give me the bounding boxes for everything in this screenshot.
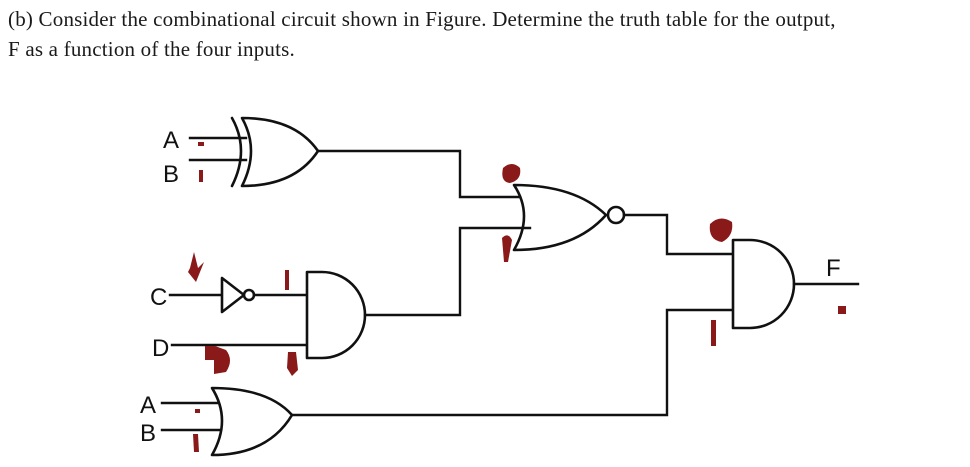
scribble-and-in1 [709, 218, 733, 242]
question-text: (b) Consider the combinational circuit s… [8, 4, 963, 64]
label-xor-a: A [163, 127, 179, 154]
label-not-c: C [150, 284, 167, 311]
wire-xor-to-nor [316, 149, 532, 199]
scribble-or-b [193, 434, 199, 452]
label-and-d: D [152, 335, 169, 362]
scribble-and-d [205, 346, 230, 374]
and-gate-cd [305, 270, 367, 360]
xor-back-curve [230, 116, 243, 188]
xor-body [240, 116, 320, 188]
scribble-nor-in2 [502, 235, 512, 262]
or-body [210, 386, 294, 457]
and-gate-final [731, 238, 796, 330]
scribble-xor-a [198, 142, 204, 146]
not-body [220, 276, 246, 314]
or-gate [160, 386, 294, 457]
and-cd-body [305, 270, 367, 360]
nor-gate [512, 183, 626, 252]
xor-gate [188, 116, 320, 188]
nor-bubble [606, 205, 626, 225]
question-line-1: (b) Consider the combinational circuit s… [8, 7, 836, 31]
scribble-not-out [285, 270, 289, 290]
wire-and-to-nor [363, 226, 532, 317]
wire-or-to-and [290, 308, 735, 417]
handwritten-marks [188, 142, 846, 452]
label-xor-b: B [163, 161, 179, 188]
not-gate [168, 276, 256, 314]
scribble-output [838, 306, 846, 314]
wire-nor-to-and [622, 213, 735, 256]
question-line-2: F as a function of the four inputs. [8, 37, 295, 61]
scribble-or-a [195, 409, 200, 413]
scribble-xor-b [199, 170, 203, 182]
scribble-and-in2 [711, 320, 716, 346]
not-bubble [242, 288, 256, 302]
scribble-nor-in1 [502, 164, 521, 183]
label-or-a: A [140, 392, 156, 419]
scribble-and-in [287, 352, 298, 376]
label-or-b: B [140, 420, 156, 447]
scribble-not-c [188, 252, 204, 282]
label-output-f: F [826, 255, 841, 282]
nor-body [512, 183, 608, 252]
and-final-body [731, 238, 796, 330]
